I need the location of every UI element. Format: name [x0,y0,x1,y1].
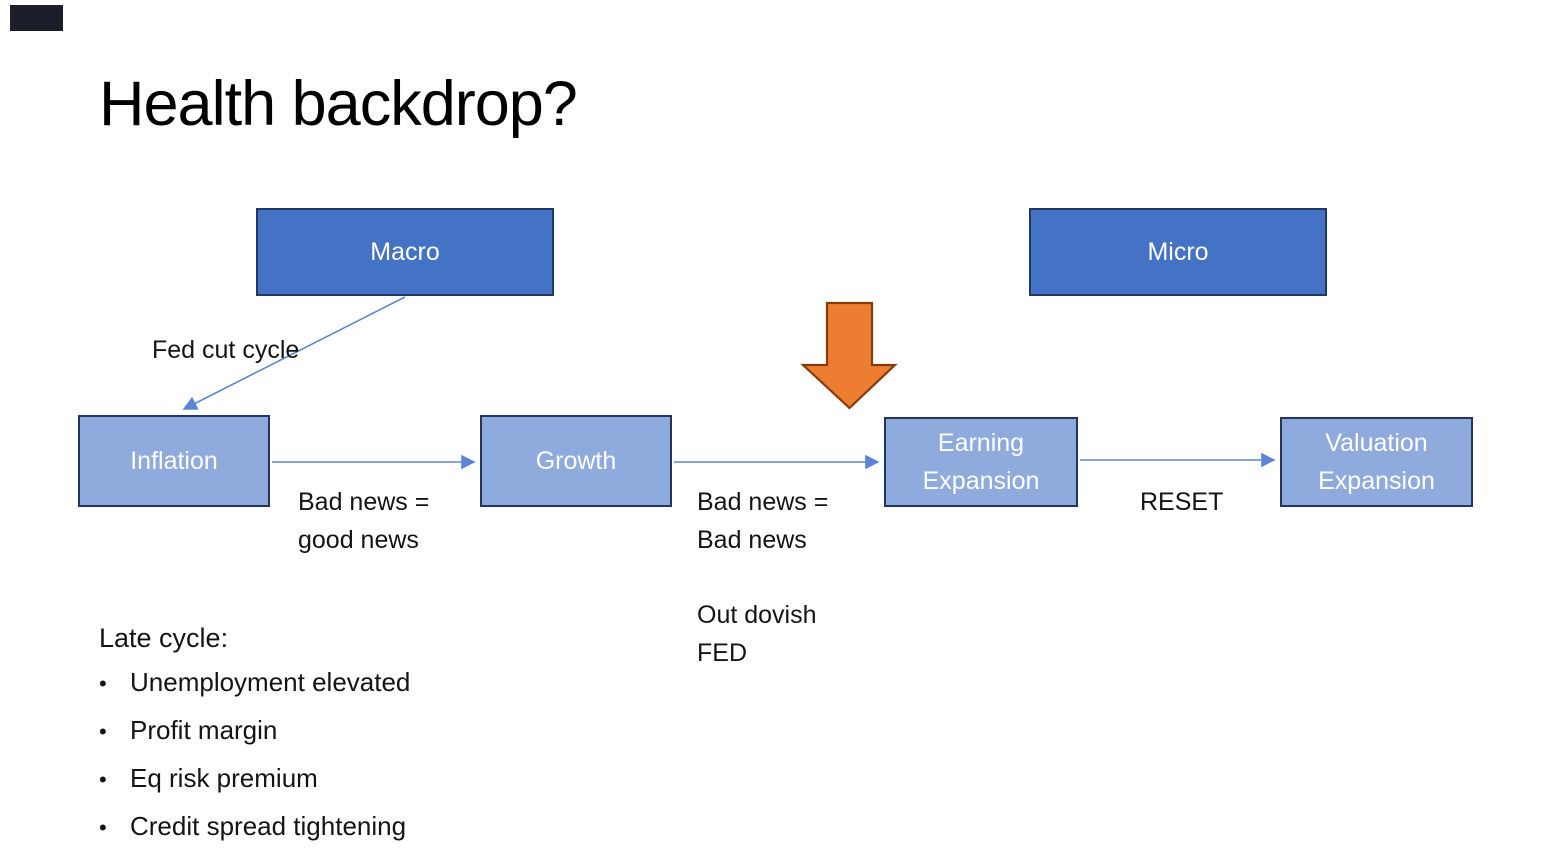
earning-line-2: Expansion [922,467,1040,495]
inflation-box: Inflation [78,415,270,507]
bullet-icon: • [99,719,107,744]
bullet-icon: • [99,767,107,792]
valuation-expansion-box: Valuation Expansion [1280,417,1473,507]
out-dovish-fed-label: Out dovish FED [697,596,817,672]
bad-news-good-news-label: Bad news = good news [298,483,429,559]
out-dovish-line-1: Out dovish [697,601,817,629]
earning-line-1: Earning [937,429,1025,457]
earning-expansion-box: Earning Expansion [884,417,1078,507]
earning-expansion-box-label: Earning Expansion [923,424,1040,500]
list-item: • Profit margin [99,716,410,746]
out-dovish-line-2: FED [697,639,747,667]
list-item-text: Eq risk premium [130,763,318,793]
slide-corner-mark [10,5,63,31]
valuation-line-2: Expansion [1318,467,1435,495]
macro-box: Macro [256,208,554,296]
growth-box: Growth [480,415,672,507]
micro-box: Micro [1029,208,1327,296]
list-item: • Eq risk premium [99,764,410,794]
list-item: • Credit spread tightening [99,812,410,842]
macro-box-label: Macro [370,238,440,266]
list-item-text: Credit spread tightening [130,811,407,841]
late-cycle-heading: Late cycle: [99,623,229,653]
micro-box-label: Micro [1147,238,1209,266]
fed-cut-cycle-label: Fed cut cycle [152,336,300,364]
bullet-icon: • [99,815,107,840]
bad-news-bad-line-2: Bad news [697,526,807,554]
down-arrow-icon [800,301,898,410]
list-item-text: Profit margin [130,715,278,745]
bad-news-good-line-2: good news [298,526,419,554]
late-cycle-notes: Late cycle: • Unemployment elevated • Pr… [99,622,410,860]
late-cycle-list: • Unemployment elevated • Profit margin … [99,668,410,842]
bad-news-bad-news-label: Bad news = Bad news [697,483,828,559]
page-title: Health backdrop? [99,69,578,139]
inflation-box-label: Inflation [130,447,218,475]
valuation-expansion-box-label: Valuation Expansion [1318,424,1435,500]
bad-news-bad-line-1: Bad news = [697,488,829,516]
bad-news-good-line-1: Bad news = [298,488,430,516]
valuation-line-1: Valuation [1325,429,1428,457]
list-item-text: Unemployment elevated [130,667,411,697]
growth-box-label: Growth [535,447,617,475]
list-item: • Unemployment elevated [99,668,410,698]
bullet-icon: • [99,671,107,696]
reset-label: RESET [1140,488,1224,516]
